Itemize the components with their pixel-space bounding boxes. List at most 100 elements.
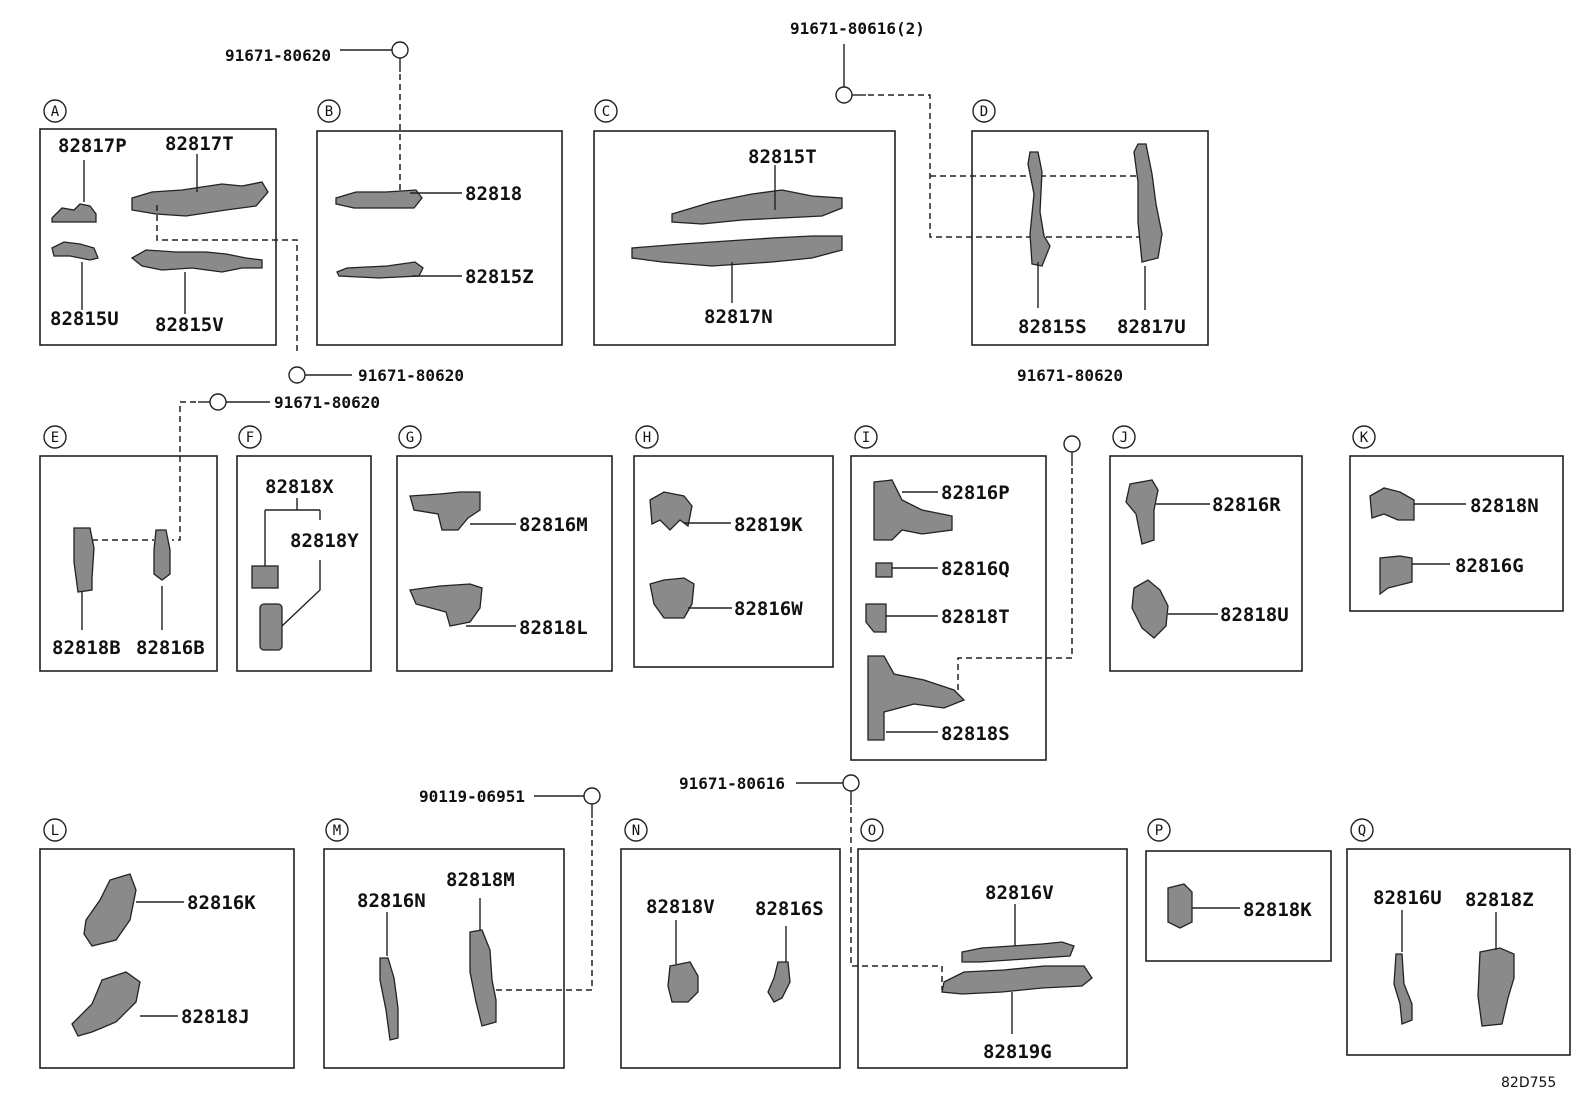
part-82818S[interactable] xyxy=(867,655,966,741)
section-a-panel xyxy=(39,128,277,346)
label-82818J: 82818J xyxy=(181,1006,250,1028)
label-82816S: 82816S xyxy=(755,898,824,920)
bolt-icon[interactable] xyxy=(842,774,860,792)
label-82815U: 82815U xyxy=(50,308,119,330)
section-j: J 82816R 82818U xyxy=(1109,425,1303,672)
section-letter: N xyxy=(632,823,640,839)
label-82818T: 82818T xyxy=(941,606,1010,628)
bolt-icon[interactable] xyxy=(1063,435,1081,453)
section-letter: C xyxy=(602,104,610,120)
section-j-panel xyxy=(1109,455,1303,672)
bolt-icon[interactable] xyxy=(209,393,227,411)
label-82816R: 82816R xyxy=(1212,494,1281,516)
part-82816K[interactable] xyxy=(83,873,137,947)
part-82816M[interactable] xyxy=(409,491,481,531)
part-82818K[interactable] xyxy=(1167,883,1193,929)
bolt-b5: 91671-80620 xyxy=(957,366,1123,690)
label-82816Q: 82816Q xyxy=(941,558,1010,580)
section-o-panel xyxy=(857,848,1128,1069)
bolt-icon[interactable] xyxy=(583,787,601,805)
part-82817N[interactable] xyxy=(631,235,843,267)
part-82815T[interactable] xyxy=(671,189,843,225)
section-letter: F xyxy=(246,430,254,446)
bolt-label: 91671-80616 xyxy=(679,774,785,793)
section-h-panel xyxy=(633,455,834,668)
part-82818[interactable] xyxy=(335,189,423,209)
bolt-icon[interactable] xyxy=(835,86,853,104)
section-k: K 82818N 82816G xyxy=(1349,425,1564,612)
part-82816R[interactable] xyxy=(1125,479,1159,545)
label-82817N: 82817N xyxy=(704,306,773,328)
section-letter: B xyxy=(325,104,333,120)
section-p-panel xyxy=(1145,850,1332,962)
section-g-panel xyxy=(396,455,613,672)
section-letter: K xyxy=(1360,430,1369,446)
section-letter: D xyxy=(980,104,988,120)
section-k-panel xyxy=(1349,455,1564,612)
label-82819K: 82819K xyxy=(734,514,803,536)
part-82815Z[interactable] xyxy=(336,261,424,279)
section-g: G 82816M 82818L xyxy=(396,425,613,672)
section-b-panel xyxy=(316,130,563,346)
part-82817U[interactable] xyxy=(1133,143,1163,263)
label-82816N: 82816N xyxy=(357,890,426,912)
part-82816B[interactable] xyxy=(153,529,171,581)
section-n: N 82818V 82816S xyxy=(620,818,841,1069)
bolt-label: 91671-80620 xyxy=(274,393,380,412)
part-82815V[interactable] xyxy=(130,249,263,273)
section-letter: H xyxy=(643,430,651,446)
part-82818X[interactable] xyxy=(251,565,279,589)
part-82818U[interactable] xyxy=(1131,579,1169,639)
label-82816K: 82816K xyxy=(187,892,256,914)
label-82816U: 82816U xyxy=(1373,887,1442,909)
label-82816P: 82816P xyxy=(941,482,1010,504)
section-p: P 82818K xyxy=(1145,818,1332,962)
label-82815Z: 82815Z xyxy=(465,266,534,288)
part-82818M[interactable] xyxy=(469,929,497,1027)
part-82818Z[interactable] xyxy=(1477,947,1515,1027)
section-letter: G xyxy=(406,430,414,446)
label-82818U: 82818U xyxy=(1220,604,1289,626)
label-82819G: 82819G xyxy=(983,1041,1052,1063)
label-82818M: 82818M xyxy=(446,869,515,891)
bolt-b3: 91671-80620 xyxy=(288,366,464,385)
part-82818B[interactable] xyxy=(73,527,95,593)
part-82816V[interactable] xyxy=(961,941,1075,963)
part-82818T[interactable] xyxy=(865,603,887,633)
part-82816G[interactable] xyxy=(1379,555,1413,596)
part-82818Y[interactable] xyxy=(259,603,283,651)
bolt-icon[interactable] xyxy=(391,41,409,59)
bolt-b4: 91671-80620 xyxy=(172,393,380,541)
section-a: A 82817P 82817T 82815U 82815V xyxy=(39,99,298,355)
section-l-panel xyxy=(39,848,295,1069)
part-82816P[interactable] xyxy=(873,479,953,541)
part-82818L[interactable] xyxy=(409,583,483,627)
bolt-icon[interactable] xyxy=(288,366,306,384)
part-82818V[interactable] xyxy=(667,961,699,1003)
label-82815V: 82815V xyxy=(155,314,224,336)
section-c: C 82815T 82817N xyxy=(593,99,896,346)
part-82816W[interactable] xyxy=(649,577,695,619)
section-letter: E xyxy=(51,430,59,446)
part-82818J[interactable] xyxy=(71,971,141,1037)
part-82815S[interactable] xyxy=(1027,151,1051,267)
label-82818S: 82818S xyxy=(941,723,1010,745)
part-82815U[interactable] xyxy=(51,241,99,261)
part-82817P[interactable] xyxy=(51,203,97,223)
label-82815S: 82815S xyxy=(1018,316,1087,338)
section-o: O 82816V 82819G xyxy=(857,818,1128,1069)
part-82816N[interactable] xyxy=(379,957,399,1041)
part-82816U[interactable] xyxy=(1393,953,1413,1025)
part-82818N[interactable] xyxy=(1369,487,1415,521)
section-q: Q 82816U 82818Z xyxy=(1346,818,1571,1056)
part-82819K[interactable] xyxy=(649,491,693,531)
part-82817T[interactable] xyxy=(131,181,269,217)
section-f-panel xyxy=(236,455,372,672)
label-82815T: 82815T xyxy=(748,146,817,168)
part-82819G[interactable] xyxy=(941,965,1093,995)
bolt-label: 91671-80620 xyxy=(225,46,331,65)
section-letter: O xyxy=(868,823,876,839)
part-82816S[interactable] xyxy=(767,961,791,1003)
part-82816Q[interactable] xyxy=(875,562,893,578)
